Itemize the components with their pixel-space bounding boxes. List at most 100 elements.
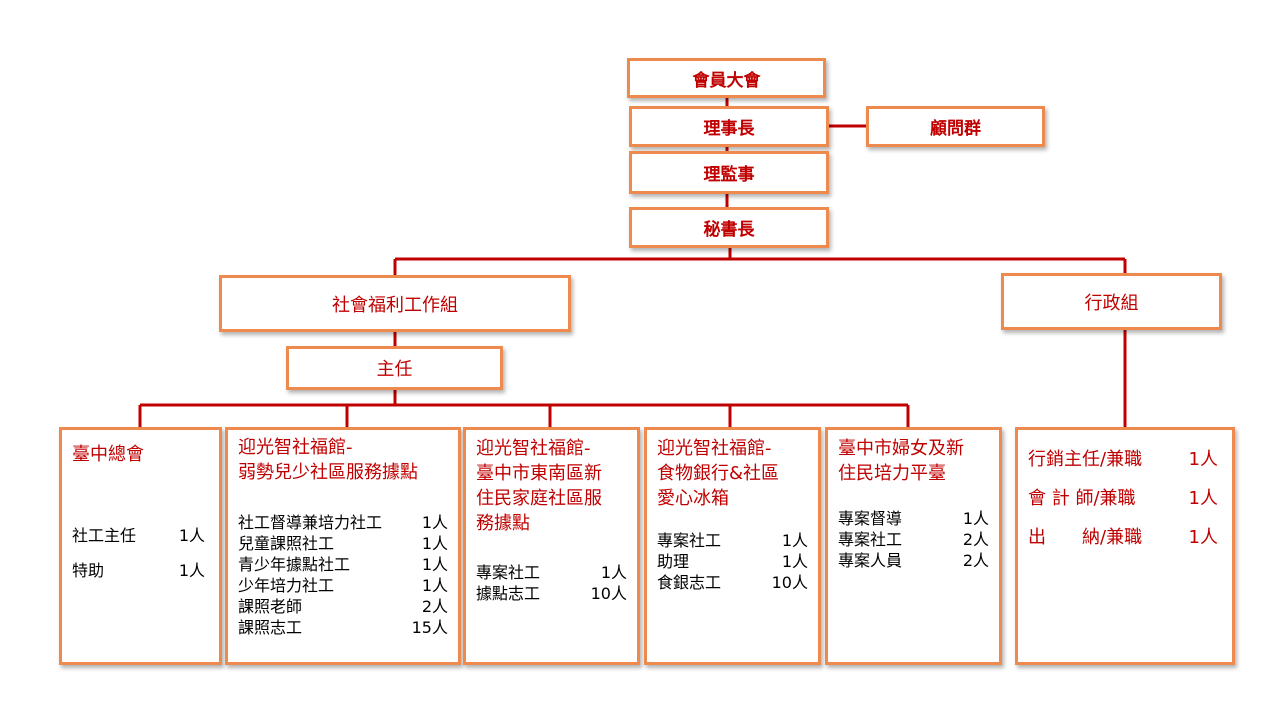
directors-supervisors-label: 理監事 [703,165,755,185]
staff-role: 會 計 師/兼職 [1028,488,1136,509]
staff-role: 專案社工 [657,531,722,550]
staff-role: 特助 [72,561,105,580]
staff-row: 出 納/兼職 1人 [1028,518,1218,557]
staff-role: 課照志工 [238,618,303,637]
staff-row: 課照老師 2人 [238,596,448,617]
staff-count: 1人 [421,576,448,595]
unit-title-line: 愛心冰箱 [657,488,729,509]
staff-role: 兒童課照社工 [238,534,335,553]
staff-role: 專案社工 [838,530,903,549]
staff-role: 專案社工 [476,563,541,582]
chairman-label: 理事長 [703,119,755,139]
staff-count: 1人 [178,526,205,545]
staff-count: 1人 [421,513,448,532]
staff-list: 專案社工 1人 據點志工 10人 [476,562,627,604]
unit-title-line: 住民培力平臺 [838,463,946,484]
general-assembly-box: 會員大會 [627,58,826,98]
unit-title-line: 務據點 [476,513,530,534]
unit-box-taichung-hq: 臺中總會 社工主任 1人 特助 1人 [59,427,222,665]
staff-row: 專案社工 1人 [657,530,808,551]
unit-title: 迎光智社福館- 弱勢兒少社區服務據點 [238,435,448,485]
staff-row: 兒童課照社工 1人 [238,533,448,554]
staff-row: 助理 1人 [657,551,808,572]
staff-role: 青少年據點社工 [238,555,351,574]
staff-count: 1人 [1188,449,1218,470]
staff-role: 助理 [657,552,690,571]
admin-staff-list: 行銷主任/兼職 1人 會 計 師/兼職 1人 出 納/兼職 1人 [1028,440,1222,557]
staff-row: 專案人員 2人 [838,550,989,571]
admin-group-label: 行政組 [1084,292,1139,314]
staff-count: 1人 [421,555,448,574]
staff-row: 課照志工 15人 [238,617,448,638]
director-label: 主任 [376,359,413,380]
staff-count: 1人 [178,561,205,580]
staff-row: 專案社工 1人 [476,562,627,583]
unit-title-line: 臺中市東南區新 [476,463,602,484]
unit-title-line: 迎光智社福館- [657,438,772,459]
staff-row: 青少年據點社工 1人 [238,554,448,575]
staff-role: 社工主任 [72,526,137,545]
unit-title: 迎光智社福館- 臺中市東南區新 住民家庭社區服 務據點 [476,436,627,536]
advisors-label: 顧問群 [930,119,981,139]
staff-role: 課照老師 [238,597,303,616]
unit-title-line: 食物銀行&社區 [657,463,780,484]
staff-role: 專案人員 [838,551,903,570]
staff-count: 1人 [781,552,808,571]
staff-count: 1人 [1188,488,1218,509]
admin-staff-box: 行銷主任/兼職 1人 會 計 師/兼職 1人 出 納/兼職 1人 [1015,427,1235,665]
staff-row: 特助 1人 [72,553,205,588]
advisors-box: 顧問群 [866,106,1045,147]
staff-count: 2人 [962,551,989,570]
unit-title-line: 迎光智社福館- [476,438,591,459]
staff-count: 2人 [962,530,989,549]
staff-row: 專案社工 2人 [838,529,989,550]
staff-row: 少年培力社工 1人 [238,575,448,596]
unit-title-line: 臺中總會 [72,444,144,465]
staff-count: 1人 [600,563,627,582]
staff-count: 2人 [421,597,448,616]
secretary-general-box: 秘書長 [629,207,829,248]
staff-count: 1人 [421,534,448,553]
staff-row: 社工主任 1人 [72,518,205,553]
unit-box-southeast-new-residents: 迎光智社福館- 臺中市東南區新 住民家庭社區服 務據點 專案社工 1人 據點志工 1… [463,427,640,665]
staff-row: 社工督導兼培力社工 1人 [238,512,448,533]
staff-count: 1人 [1188,527,1218,548]
unit-title-line: 弱勢兒少社區服務據點 [238,462,418,483]
staff-row: 行銷主任/兼職 1人 [1028,440,1218,479]
staff-role: 社工督導兼培力社工 [238,513,383,532]
staff-role: 據點志工 [476,584,541,603]
chairman-box: 理事長 [629,106,829,147]
staff-count: 10人 [590,584,627,603]
directors-supervisors-box: 理監事 [629,151,829,194]
welfare-group-label: 社會福利工作組 [332,294,458,316]
secretary-general-label: 秘書長 [703,220,755,240]
unit-title: 臺中市婦女及新 住民培力平臺 [838,436,989,486]
unit-title: 臺中總會 [72,442,209,467]
admin-group-box: 行政組 [1001,273,1222,330]
staff-list: 社工主任 1人 特助 1人 [72,518,209,588]
staff-count: 10人 [771,573,808,592]
staff-role: 少年培力社工 [238,576,335,595]
unit-title-line: 迎光智社福館- [238,437,353,458]
staff-count: 1人 [962,509,989,528]
welfare-group-box: 社會福利工作組 [219,275,571,332]
director-box: 主任 [286,346,503,390]
staff-role: 行銷主任/兼職 [1028,449,1143,470]
staff-count: 1人 [781,531,808,550]
staff-role: 出 納/兼職 [1028,527,1143,548]
unit-title-line: 住民家庭社區服 [476,488,602,509]
unit-title-line: 臺中市婦女及新 [838,438,964,459]
general-assembly-label: 會員大會 [692,70,761,91]
staff-row: 據點志工 10人 [476,583,627,604]
staff-row: 會 計 師/兼職 1人 [1028,479,1218,518]
staff-count: 15人 [411,618,448,637]
